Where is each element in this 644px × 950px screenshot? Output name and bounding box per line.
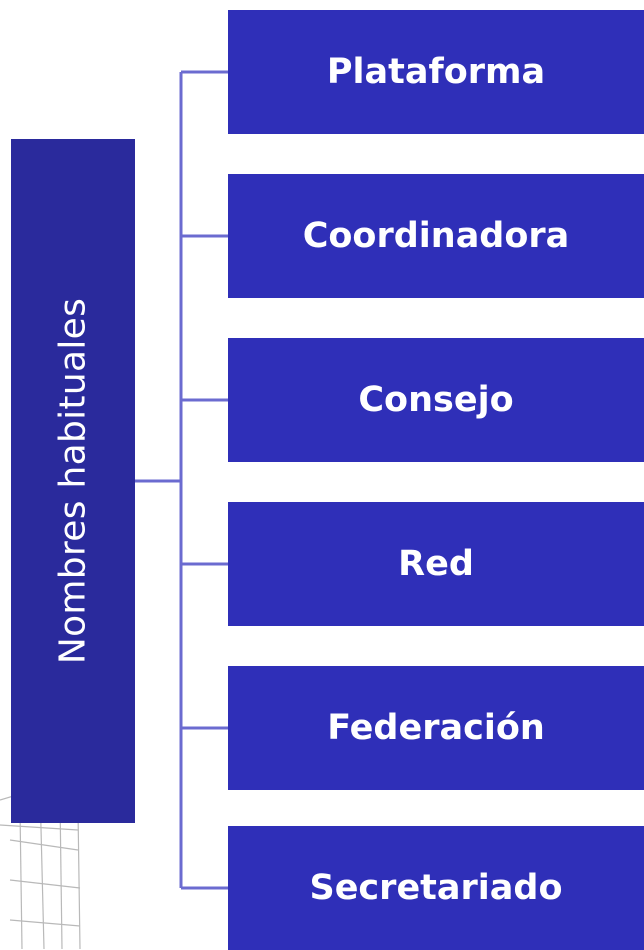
child-node-plataforma: Plataforma: [228, 10, 644, 134]
child-node-consejo: Consejo: [228, 338, 644, 462]
child-node-label: Red: [398, 544, 474, 584]
child-node-red: Red: [228, 502, 644, 626]
child-node-label: Coordinadora: [302, 216, 570, 256]
child-node-label: Plataforma: [326, 52, 546, 92]
child-node-secretariado: Secretariado: [228, 826, 644, 950]
root-node: Nombres habituales: [11, 139, 135, 823]
child-node-label: Federación: [327, 708, 545, 748]
root-node-label: Nombres habituales: [52, 297, 94, 665]
child-node-label: Secretariado: [309, 868, 563, 908]
child-node-federacion: Federación: [228, 666, 644, 790]
child-node-coordinadora: Coordinadora: [228, 174, 644, 298]
child-node-label: Consejo: [358, 380, 514, 420]
